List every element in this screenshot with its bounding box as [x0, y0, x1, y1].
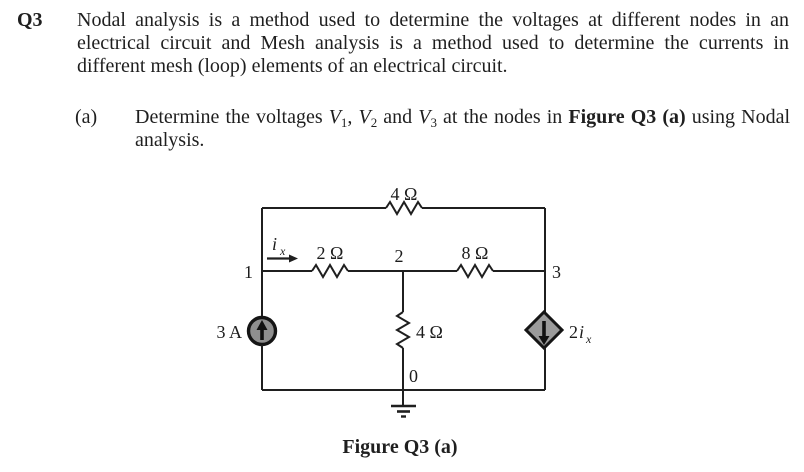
- label-dep-source-coeff: 2: [569, 322, 578, 342]
- dependent-source-icon: [523, 309, 565, 351]
- part-a-text: Determine the voltages V1, V2 and V3 at …: [135, 106, 790, 152]
- symbol-v2: V: [358, 106, 371, 128]
- label-resistor-shunt: 4 Ω: [416, 322, 443, 342]
- part-a-and: and: [377, 106, 419, 128]
- ix-label: i: [272, 234, 277, 254]
- label-current-source: 3 A: [216, 322, 242, 342]
- node-label-3: 3: [552, 262, 561, 282]
- symbol-v1-sub: 1: [340, 115, 348, 130]
- part-a-label: (a): [75, 106, 98, 128]
- ix-label-sub: x: [279, 244, 286, 258]
- question-line-2: electrical circuit and Mesh analysis is …: [77, 32, 789, 54]
- label-resistor-series-right: 8 Ω: [462, 243, 489, 263]
- symbol-v1: V: [328, 106, 341, 128]
- question-number: Q3: [17, 9, 43, 31]
- ix-current-arrow-icon: [267, 254, 298, 263]
- symbol-v3-sub: 3: [430, 115, 437, 130]
- part-a-line-1: Determine the voltages V1, V2 and V3 at …: [135, 106, 790, 129]
- label-dep-source-i: i: [579, 322, 584, 342]
- resistor-2ohm-icon: [311, 263, 349, 279]
- symbol-v3: V: [418, 106, 431, 128]
- label-resistor-series-left: 2 Ω: [317, 243, 344, 263]
- figure-caption: Figure Q3 (a): [342, 436, 458, 458]
- current-source-3A-icon: [246, 315, 278, 347]
- symbol-v2-sub: 2: [370, 115, 378, 130]
- node-label-0: 0: [409, 366, 418, 386]
- part-a-line-2: analysis.: [135, 129, 205, 151]
- part-a-seg2: at the nodes in: [436, 106, 569, 128]
- node-label-1: 1: [244, 262, 253, 282]
- resistor-top-4ohm-icon: [385, 200, 423, 216]
- part-a-seg3: using Nodal: [685, 106, 791, 128]
- figure-reference: Figure Q3 (a): [568, 106, 686, 128]
- part-a-comma: ,: [347, 106, 359, 128]
- question-text: Nodal analysis is a method used to deter…: [77, 9, 789, 78]
- resistor-shunt-4ohm-icon: [395, 311, 411, 349]
- ground-icon: [391, 390, 416, 418]
- question-line-3: different mesh (loop) elements of an ele…: [77, 55, 508, 77]
- question-line-1: Nodal analysis is a method used to deter…: [77, 9, 789, 31]
- label-dep-source-sub: x: [585, 332, 592, 346]
- node-label-2: 2: [395, 246, 404, 266]
- label-resistor-top: 4 Ω: [391, 184, 418, 204]
- resistor-8ohm-icon: [456, 263, 494, 279]
- part-a-seg1: Determine the voltages: [135, 106, 329, 128]
